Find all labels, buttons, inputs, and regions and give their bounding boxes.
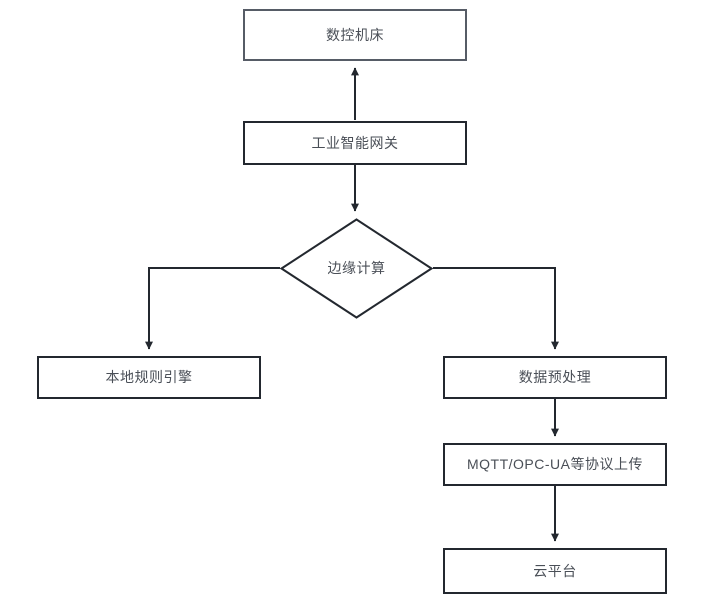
node-label: 边缘计算 xyxy=(327,260,386,277)
edge-edge-to-preprocess xyxy=(433,267,559,350)
node-industrial-gateway[interactable]: 工业智能网关 xyxy=(243,121,467,165)
node-label: 工业智能网关 xyxy=(311,134,399,151)
node-data-preprocessing[interactable]: 数据预处理 xyxy=(443,356,667,399)
node-protocol-upload[interactable]: MQTT/OPC-UA等协议上传 xyxy=(443,443,667,486)
node-label: 数控机床 xyxy=(326,26,384,43)
node-label: 云平台 xyxy=(533,562,577,579)
node-cloud-platform[interactable]: 云平台 xyxy=(443,548,667,594)
node-label: 数据预处理 xyxy=(518,369,592,386)
edge-edge-to-rules xyxy=(145,267,280,350)
node-edge-computing[interactable]: 边缘计算 xyxy=(280,218,433,319)
node-cnc-machine[interactable]: 数控机床 xyxy=(243,9,467,61)
node-label: MQTT/OPC-UA等协议上传 xyxy=(467,456,643,473)
node-label: 本地规则引擎 xyxy=(105,369,193,386)
node-local-rules-engine[interactable]: 本地规则引擎 xyxy=(37,356,261,399)
diamond-shape xyxy=(280,218,433,319)
